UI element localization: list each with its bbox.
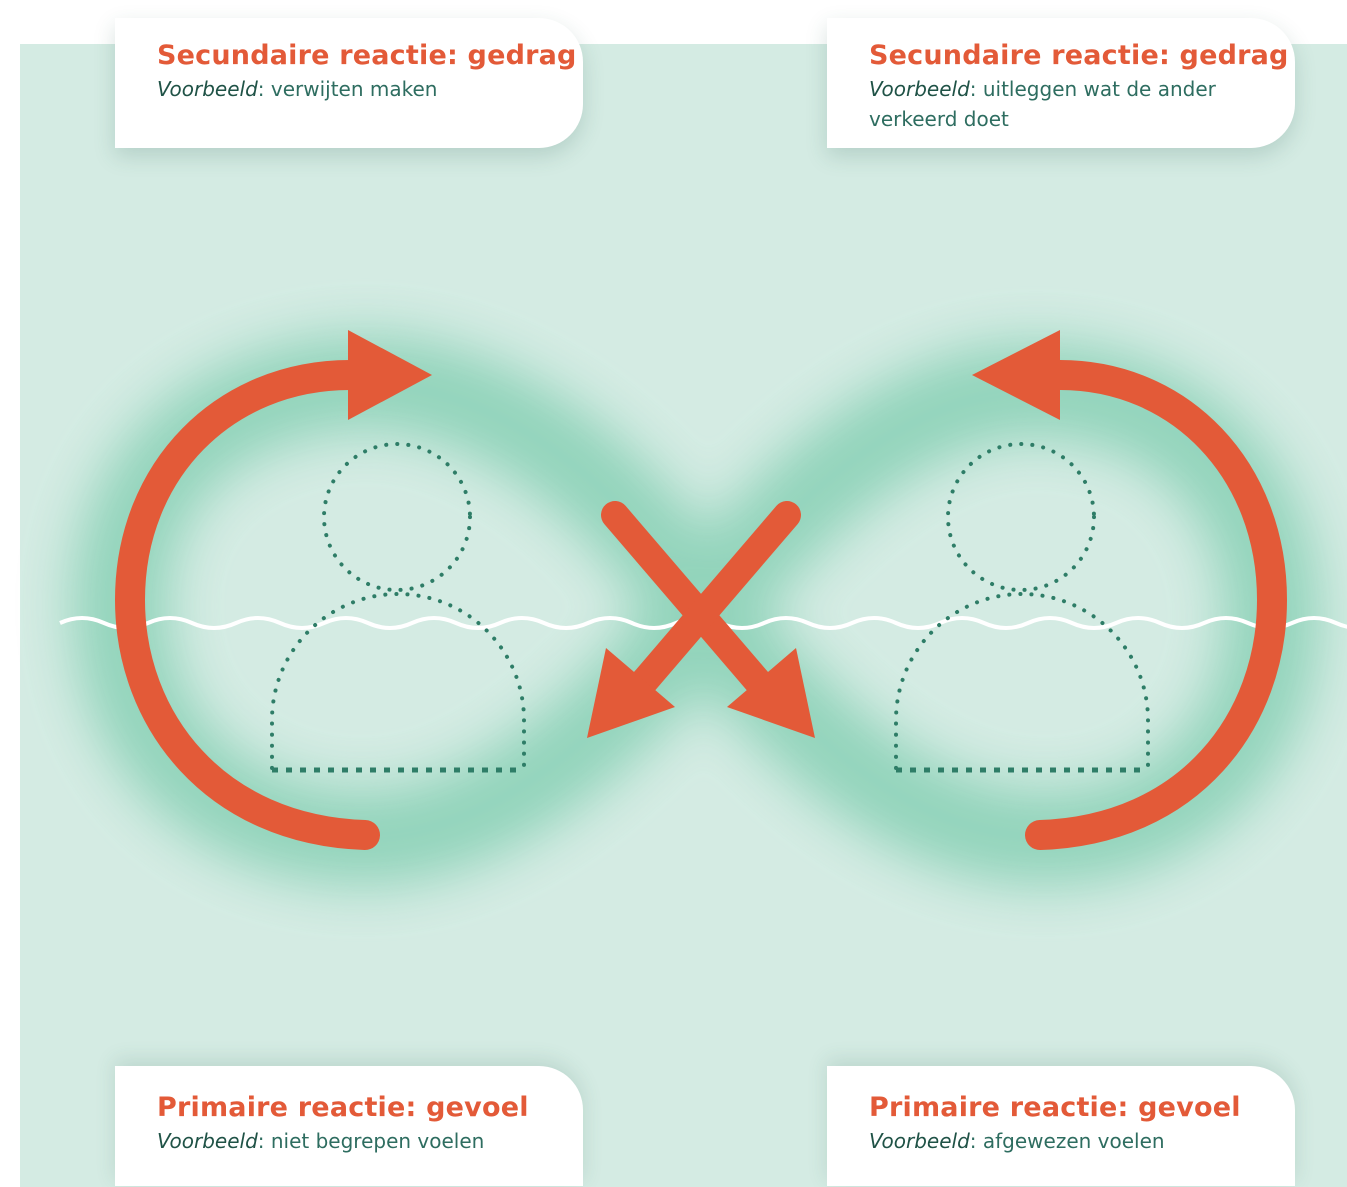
person-right-icon xyxy=(894,442,1150,773)
card-example: Voorbeeld: afgewezen voelen xyxy=(869,1126,1295,1156)
example-label: Voorbeeld xyxy=(157,77,258,101)
example-label: Voorbeeld xyxy=(157,1129,258,1153)
example-text: : niet begrepen voelen xyxy=(257,1129,485,1153)
example-text: : verwijten maken xyxy=(257,77,438,101)
card-secondary-reaction-right: Secundaire reactie: gedrag Voorbeeld: ui… xyxy=(827,18,1295,148)
card-title: Primaire reactie: gevoel xyxy=(869,1092,1241,1123)
right-cycle-arrow-icon xyxy=(972,330,1288,850)
person-left-icon xyxy=(270,442,526,773)
example-text: : uitleggen wat de ander verkeerd doet xyxy=(869,77,1216,131)
example-label: Voorbeeld xyxy=(869,77,970,101)
example-text: : afgewezen voelen xyxy=(969,1129,1165,1153)
card-title: Primaire reactie: gevoel xyxy=(157,1092,529,1123)
card-secondary-reaction-left: Secundaire reactie: gedrag Voorbeeld: ve… xyxy=(115,18,583,148)
crossed-arrows-icon xyxy=(587,501,815,738)
left-cycle-arrow-icon xyxy=(114,330,432,850)
example-label: Voorbeeld xyxy=(869,1129,970,1153)
card-example: Voorbeeld: verwijten maken xyxy=(157,74,583,104)
card-example: Voorbeeld: niet begrepen voelen xyxy=(157,1126,583,1156)
card-title: Secundaire reactie: gedrag xyxy=(869,40,1289,71)
card-title: Secundaire reactie: gedrag xyxy=(157,40,577,71)
card-primary-reaction-right: Primaire reactie: gevoel Voorbeeld: afge… xyxy=(827,1066,1295,1186)
card-example: Voorbeeld: uitleggen wat de ander verkee… xyxy=(869,74,1229,134)
card-primary-reaction-left: Primaire reactie: gevoel Voorbeeld: niet… xyxy=(115,1066,583,1186)
